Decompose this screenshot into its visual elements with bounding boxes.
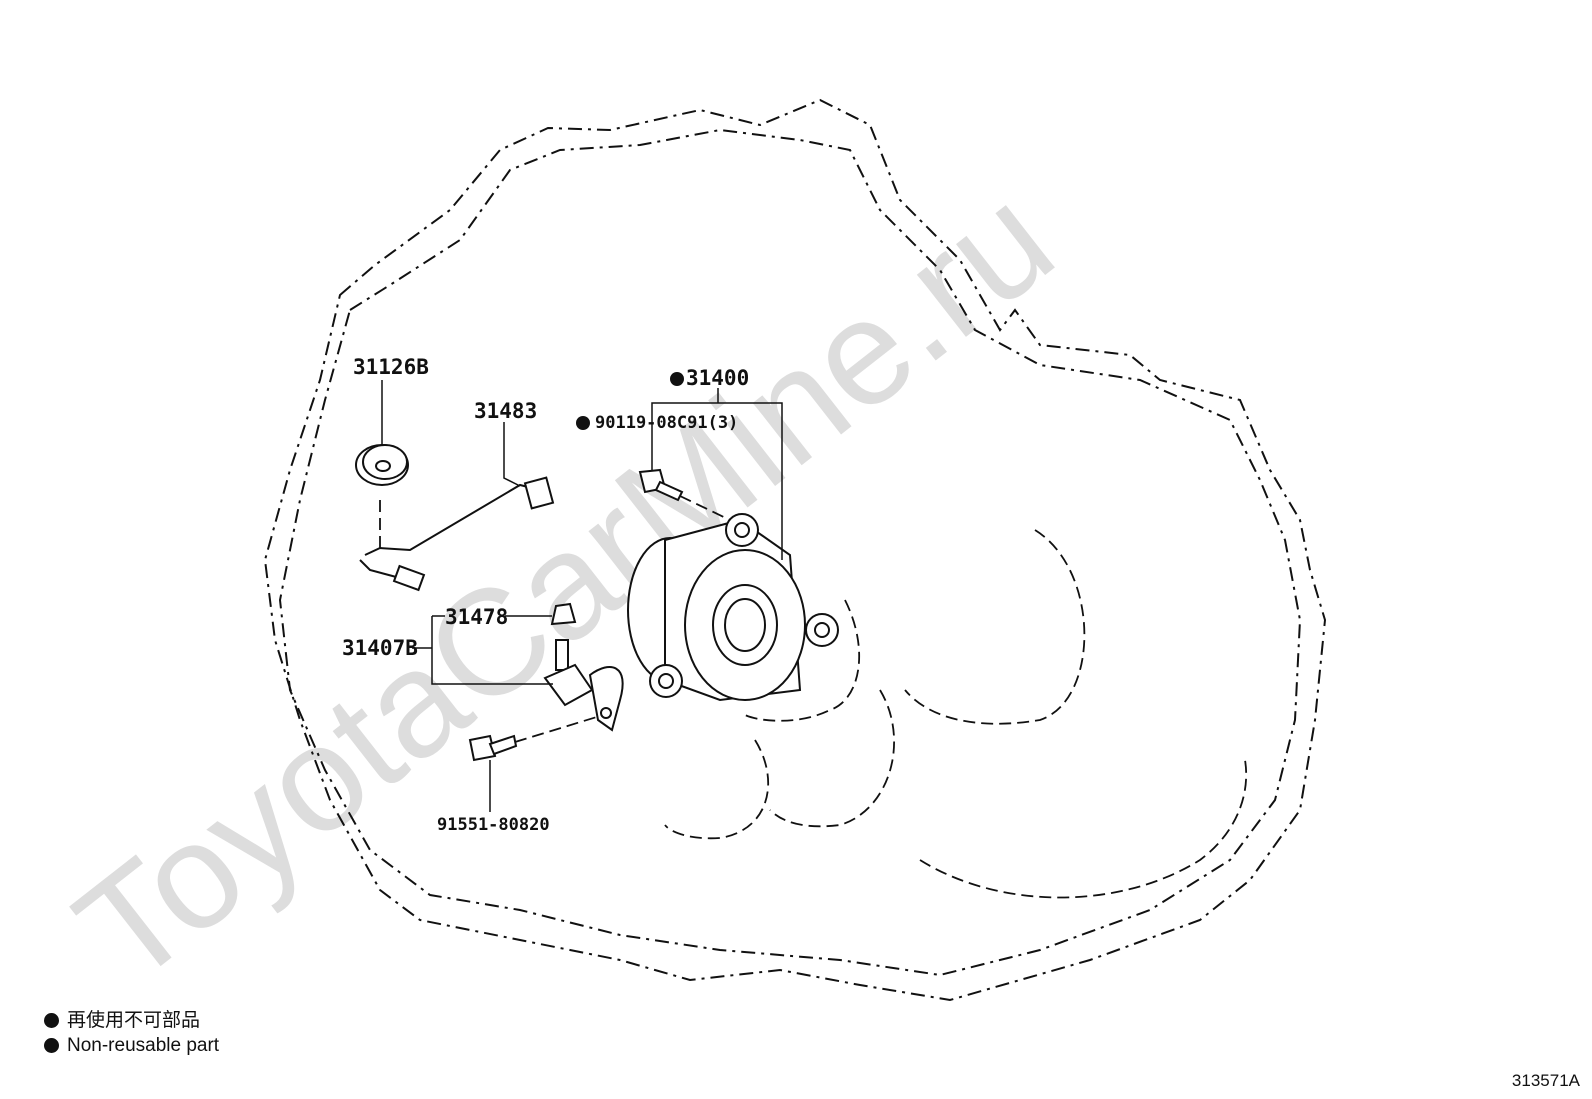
leader-31407B bbox=[431, 616, 553, 685]
grommet-31126B bbox=[355, 444, 409, 486]
legend-row-jp: 再使用不可部品 bbox=[44, 1008, 219, 1033]
internal-arc-2 bbox=[769, 689, 895, 828]
bleeder-plug-31407B bbox=[543, 639, 624, 732]
non-reusable-mark-90119 bbox=[576, 416, 590, 430]
hose-31483 bbox=[359, 476, 555, 592]
label-31478: 31478 bbox=[445, 605, 508, 629]
housing-outline-outer bbox=[263, 98, 1327, 1002]
legend-text-en: Non-reusable part bbox=[67, 1035, 220, 1056]
label-90119: 90119-08C91(3) bbox=[595, 413, 738, 433]
leader-31400 bbox=[651, 402, 783, 560]
bolt-91551 bbox=[468, 715, 601, 762]
legend-dot-icon bbox=[44, 1013, 59, 1028]
release-cylinder-31400 bbox=[627, 513, 839, 702]
bleeder-cap-31478 bbox=[550, 602, 577, 626]
watermark: ToyotaCarMine.ru bbox=[46, 154, 1082, 1015]
internal-arc-5 bbox=[919, 759, 1248, 899]
label-31483: 31483 bbox=[474, 399, 537, 423]
label-31400: 31400 bbox=[686, 366, 749, 390]
internal-arc-4 bbox=[744, 599, 861, 722]
internal-arc-3 bbox=[664, 739, 769, 840]
label-31126B: 31126B bbox=[353, 355, 429, 379]
housing-outline-inner bbox=[278, 128, 1302, 977]
label-31407B: 31407B bbox=[342, 636, 418, 660]
legend-text-jp: 再使用不可部品 bbox=[67, 1010, 201, 1031]
legend: 再使用不可部品 Non-reusable part bbox=[44, 1008, 219, 1058]
non-reusable-mark-31400 bbox=[670, 372, 684, 386]
internal-arc-1 bbox=[904, 529, 1086, 725]
label-91551: 91551-80820 bbox=[437, 815, 550, 835]
figure-number: 313571A bbox=[1511, 1071, 1580, 1090]
legend-row-en: Non-reusable part bbox=[44, 1033, 219, 1058]
legend-dot-icon bbox=[44, 1038, 59, 1053]
leader-31483 bbox=[503, 422, 521, 487]
bolt-90119 bbox=[638, 468, 731, 521]
